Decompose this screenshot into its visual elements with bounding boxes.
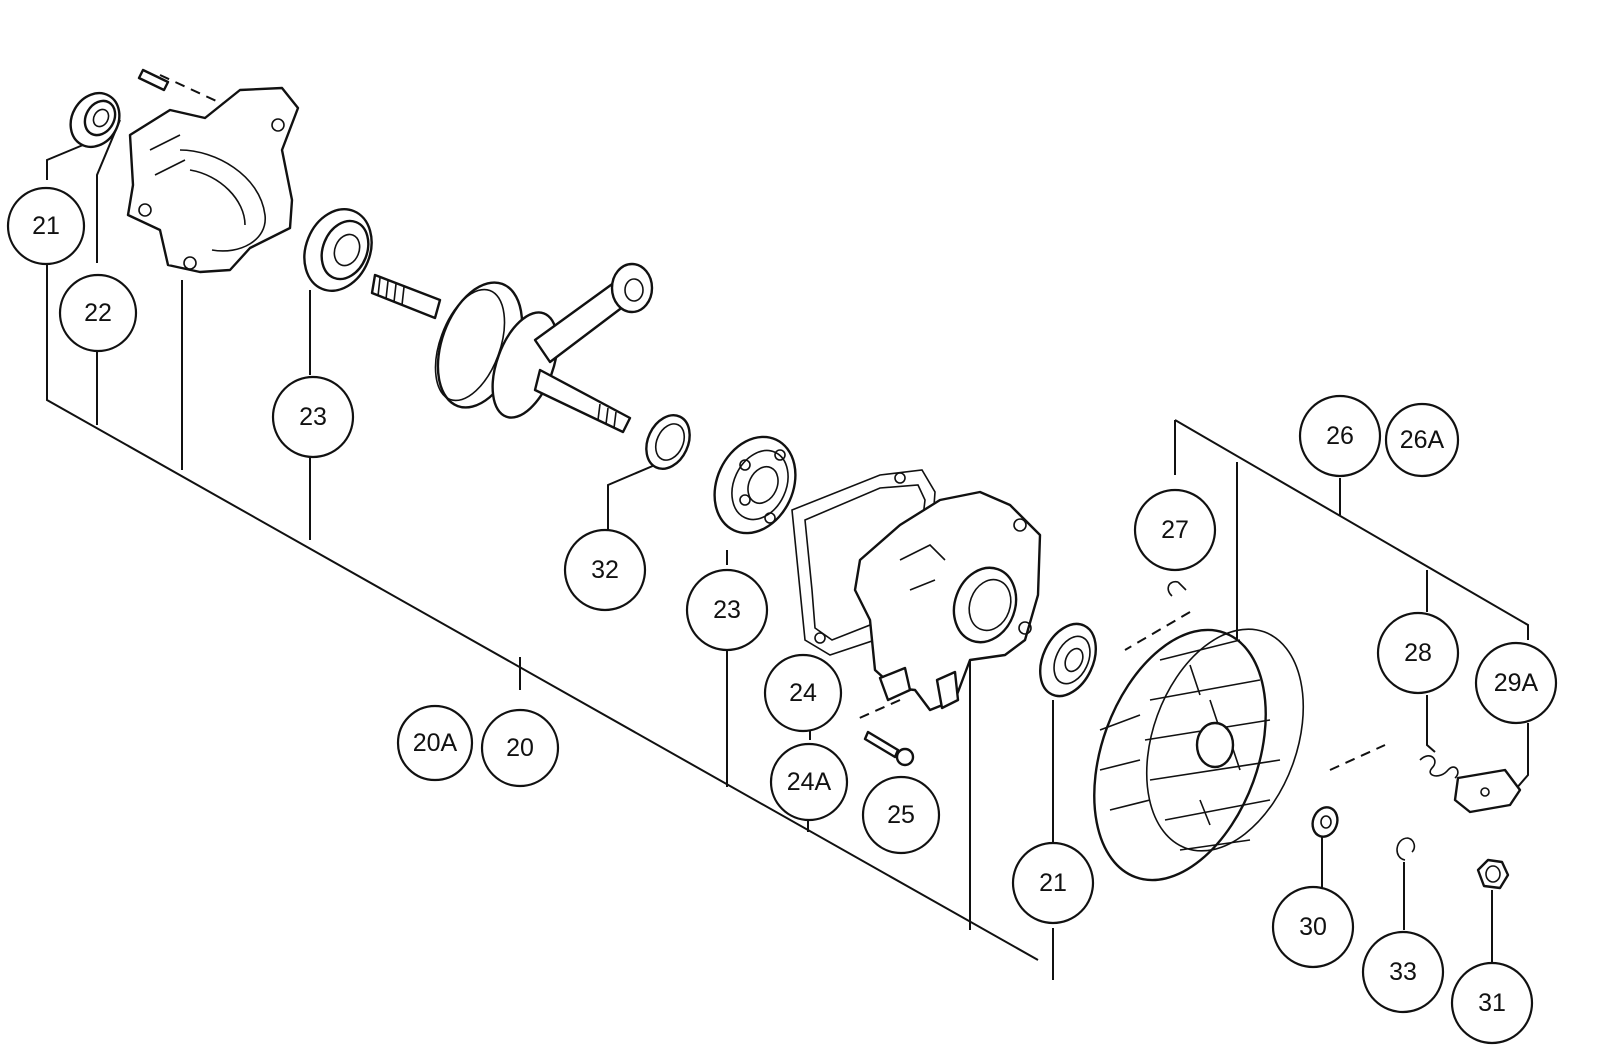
callout-29A: 29A bbox=[1474, 641, 1558, 725]
washer-icon bbox=[1311, 806, 1339, 838]
ball-bearing-icon bbox=[713, 435, 797, 535]
callout-20A: 20A bbox=[396, 704, 474, 782]
callout-label: 33 bbox=[1389, 958, 1417, 986]
callout-23-upper: 23 bbox=[271, 375, 355, 459]
callout-label: 31 bbox=[1478, 989, 1506, 1017]
callout-label: 22 bbox=[84, 299, 112, 327]
callout-label: 21 bbox=[1039, 869, 1067, 897]
leader-lines bbox=[46, 74, 1529, 980]
crankcase-left-icon bbox=[126, 86, 300, 274]
callout-label: 23 bbox=[713, 596, 741, 624]
woodruff-key-icon bbox=[1167, 580, 1187, 597]
callout-label: 23 bbox=[299, 403, 327, 431]
callout-label: 24 bbox=[789, 679, 817, 707]
main-bearing-icon bbox=[303, 208, 373, 292]
nut-icon bbox=[1476, 858, 1510, 890]
callout-label: 29A bbox=[1494, 669, 1539, 697]
seal-ring-icon bbox=[645, 414, 691, 470]
callout-31: 31 bbox=[1450, 961, 1534, 1045]
callout-21-right: 21 bbox=[1011, 841, 1095, 925]
callout-label: 27 bbox=[1161, 516, 1189, 544]
callout-21-top-left: 21 bbox=[6, 186, 86, 266]
callout-33: 33 bbox=[1361, 930, 1445, 1014]
callout-label: 26A bbox=[1400, 426, 1445, 454]
callout-label: 26 bbox=[1326, 422, 1354, 450]
flywheel-icon bbox=[1093, 628, 1305, 882]
callout-24A: 24A bbox=[769, 742, 849, 822]
callout-label: 30 bbox=[1299, 913, 1327, 941]
callout-26A: 26A bbox=[1384, 402, 1460, 478]
bearing-right-icon bbox=[1039, 622, 1097, 698]
callout-label: 32 bbox=[591, 556, 619, 584]
crankcase-right-icon bbox=[853, 490, 1042, 712]
callout-23-lower: 23 bbox=[685, 568, 769, 652]
callout-32: 32 bbox=[563, 528, 647, 612]
callout-30: 30 bbox=[1271, 885, 1355, 969]
callout-20: 20 bbox=[480, 708, 560, 788]
callout-label: 21 bbox=[32, 212, 60, 240]
callout-label: 20 bbox=[506, 734, 534, 762]
crankshaft-icon bbox=[370, 262, 654, 434]
dowel-pin-icon bbox=[137, 68, 170, 92]
starter-pawl-icon bbox=[1419, 755, 1522, 814]
callout-25: 25 bbox=[861, 775, 941, 855]
callouts: 21 22 23 32 23 24 24A 25 bbox=[6, 186, 1558, 1045]
callout-label: 25 bbox=[887, 801, 915, 829]
callout-24: 24 bbox=[763, 653, 843, 733]
callout-22: 22 bbox=[58, 273, 138, 353]
circlip-icon bbox=[1396, 837, 1416, 861]
callout-label: 28 bbox=[1404, 639, 1432, 667]
screw-icon bbox=[863, 730, 915, 767]
callout-26: 26 bbox=[1298, 394, 1382, 478]
callout-label: 20A bbox=[413, 729, 458, 757]
callout-label: 24A bbox=[787, 768, 832, 796]
bearing-icon bbox=[69, 91, 121, 149]
callout-28: 28 bbox=[1376, 611, 1460, 695]
callout-27: 27 bbox=[1133, 488, 1217, 572]
